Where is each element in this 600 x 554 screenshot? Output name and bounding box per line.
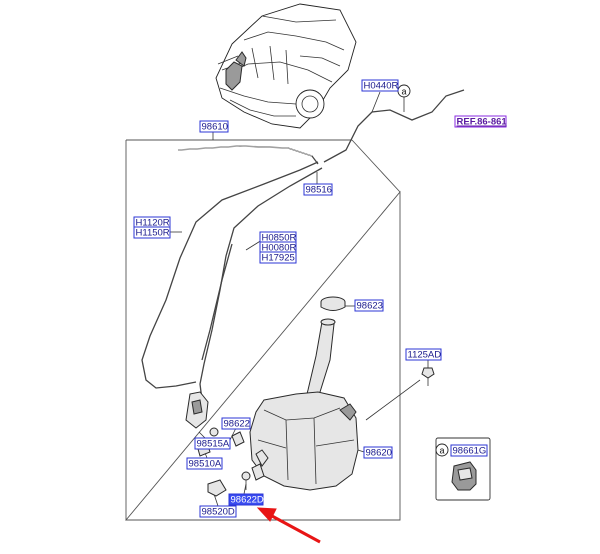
svg-text:H0850R: H0850R — [262, 233, 297, 244]
assembly-frame — [125, 139, 401, 521]
svg-text:98516: 98516 — [306, 185, 332, 196]
label-1125ad[interactable]: 1125AD — [405, 348, 442, 361]
label-h17925[interactable]: H17925 — [259, 251, 297, 264]
callout-a-top: a — [397, 84, 411, 98]
svg-text:98622: 98622 — [224, 419, 250, 430]
label-98515a[interactable]: 98515A — [194, 437, 231, 450]
svg-text:98510A: 98510A — [189, 459, 222, 470]
svg-text:REF.86-861: REF.86-861 — [457, 117, 508, 128]
svg-text:1125AD: 1125AD — [408, 350, 442, 361]
label-ref-86-861[interactable]: REF.86-861 — [454, 115, 508, 128]
red-pointer-arrow — [256, 507, 321, 544]
svg-text:98661G: 98661G — [453, 446, 487, 457]
svg-text:a: a — [439, 446, 444, 456]
svg-text:a: a — [401, 87, 406, 97]
label-98622d[interactable]: 98622D — [228, 493, 264, 506]
svg-text:H17925: H17925 — [262, 253, 295, 264]
label-98510a[interactable]: 98510A — [186, 457, 223, 470]
label-98610[interactable]: 98610 — [199, 120, 229, 133]
svg-text:H1150R: H1150R — [136, 228, 170, 239]
label-h1150r[interactable]: H1150R — [133, 226, 171, 239]
label-98516[interactable]: 98516 — [303, 183, 333, 196]
svg-text:98620: 98620 — [366, 448, 392, 459]
washer-hoses — [141, 89, 465, 401]
bolt — [421, 367, 435, 386]
svg-text:98623: 98623 — [357, 301, 383, 312]
label-98520d[interactable]: 98520D — [199, 505, 237, 518]
pump-seal — [207, 471, 251, 497]
label-98622[interactable]: 98622 — [221, 417, 251, 430]
label-98620[interactable]: 98620 — [363, 446, 393, 459]
label-98623[interactable]: 98623 — [354, 299, 384, 312]
svg-text:98622D: 98622D — [231, 495, 264, 506]
svg-text:H0440R: H0440R — [364, 81, 399, 92]
svg-text:98520D: 98520D — [202, 507, 235, 518]
vehicle-illustration — [215, 3, 357, 129]
svg-text:98515A: 98515A — [197, 439, 230, 450]
label-h0440r[interactable]: H0440R — [361, 79, 399, 92]
callout-a-box: a — [435, 443, 449, 457]
svg-text:H1120R: H1120R — [136, 218, 170, 229]
washer-reservoir — [249, 318, 359, 491]
svg-text:H0080R: H0080R — [262, 243, 297, 254]
svg-text:98610: 98610 — [202, 122, 228, 133]
filler-cap — [320, 296, 346, 311]
label-98661g[interactable]: 98661G — [450, 444, 488, 457]
